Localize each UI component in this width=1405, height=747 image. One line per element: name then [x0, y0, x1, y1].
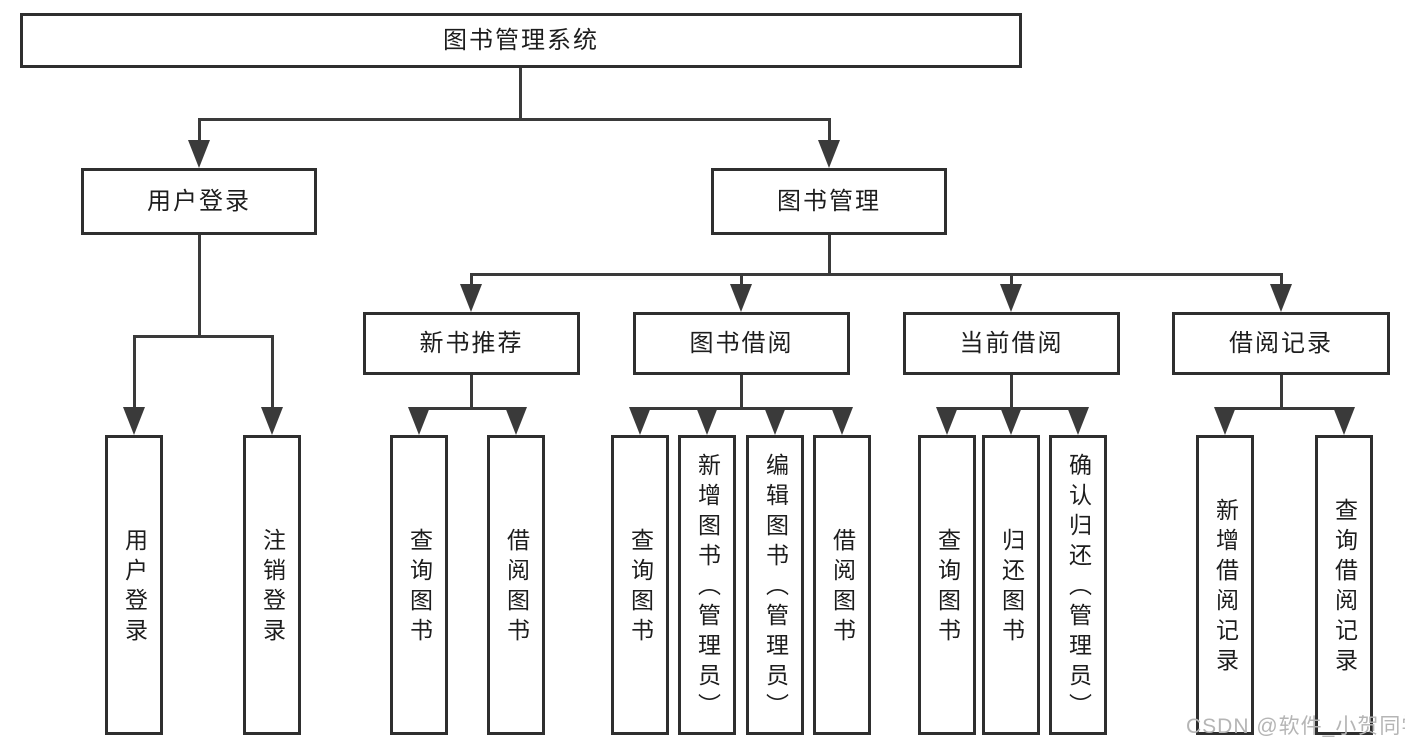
node-label: 借阅记录 — [1229, 329, 1333, 357]
node-leaf-edit-books-admin: 编辑图书（管理员） — [746, 435, 804, 735]
arrowhead-icon — [831, 407, 853, 435]
node-label: 用户登录 — [147, 187, 251, 215]
connector-book-management-stem — [828, 235, 831, 273]
node-label: 用户登录 — [121, 528, 148, 648]
arrowhead-icon — [730, 284, 752, 312]
connector-drop-book-borrow — [740, 273, 743, 287]
arrowhead-icon — [629, 407, 651, 435]
connector-user-login-crossbar — [133, 335, 273, 338]
arrowhead-icon — [1067, 407, 1089, 435]
connector-book-management-crossbar — [470, 273, 1282, 276]
csdn-watermark: CSDN @软件_小贺同学 — [1186, 715, 1405, 738]
node-label: 查询图书 — [627, 528, 654, 648]
node-label: 图书管理 — [777, 187, 881, 215]
node-label: 新增借阅记录 — [1212, 498, 1239, 678]
arrowhead-icon — [261, 407, 283, 435]
node-label: 确认归还（管理员） — [1065, 453, 1092, 723]
connector-drop-book-management — [828, 118, 831, 142]
node-label: 图书借阅 — [689, 329, 794, 357]
node-label: 归还图书 — [998, 528, 1025, 648]
node-leaf-query-books-current: 查询图书 — [918, 435, 976, 735]
node-leaf-logout-login: 注销登录 — [243, 435, 301, 735]
arrowhead-icon — [123, 407, 145, 435]
node-label: 新增图书（管理员） — [694, 453, 721, 723]
node-leaf-query-books-borrow: 查询图书 — [611, 435, 669, 735]
connector-current-borrow-stem — [1010, 375, 1013, 407]
arrowhead-icon — [1214, 407, 1236, 435]
connector-book-borrow-stem — [740, 375, 743, 407]
arrowhead-icon — [936, 407, 958, 435]
connector-book-borrow-crossbar — [639, 407, 843, 410]
connector-user-login-stem — [198, 235, 201, 335]
arrowhead-icon — [460, 284, 482, 312]
node-label: 图书管理系统 — [443, 26, 599, 54]
connector-drop-borrow-record — [1280, 273, 1283, 287]
arrowhead-icon — [505, 407, 527, 435]
connector-drop-current-borrow — [1010, 273, 1013, 287]
node-library-management-system: 图书管理系统 — [20, 13, 1022, 68]
node-leaf-confirm-return-admin: 确认归还（管理员） — [1049, 435, 1107, 735]
arrowhead-icon — [696, 407, 718, 435]
node-label: 新书推荐 — [419, 329, 524, 357]
node-label: 编辑图书（管理员） — [762, 453, 789, 723]
node-leaf-borrow-books-recommend: 借阅图书 — [487, 435, 545, 735]
connector-new-book-crossbar — [418, 407, 517, 410]
node-label: 查询图书 — [934, 528, 961, 648]
node-label: 借阅图书 — [503, 528, 530, 648]
connector-drop-leaf-user-login — [133, 335, 136, 409]
connector-drop-new-book — [470, 273, 473, 287]
arrowhead-icon — [1270, 284, 1292, 312]
node-leaf-query-borrow-record: 查询借阅记录 — [1315, 435, 1373, 735]
connector-drop-user-login — [198, 118, 201, 142]
connector-root-stem — [519, 68, 522, 118]
node-leaf-query-books-recommend: 查询图书 — [390, 435, 448, 735]
node-user-login: 用户登录 — [81, 168, 317, 235]
node-label: 查询图书 — [406, 528, 433, 648]
node-borrow-record: 借阅记录 — [1172, 312, 1390, 375]
connector-borrow-record-stem — [1280, 375, 1283, 407]
node-new-book-recommend: 新书推荐 — [363, 312, 580, 375]
node-leaf-borrow-books: 借阅图书 — [813, 435, 871, 735]
node-book-borrow: 图书借阅 — [633, 312, 850, 375]
arrowhead-icon — [408, 407, 430, 435]
arrowhead-icon — [1333, 407, 1355, 435]
arrowhead-icon — [1000, 284, 1022, 312]
connector-drop-leaf-logout — [271, 335, 274, 409]
node-label: 查询借阅记录 — [1331, 498, 1358, 678]
node-book-management: 图书管理 — [711, 168, 947, 235]
node-label: 当前借阅 — [959, 329, 1064, 357]
arrowhead-icon — [1000, 407, 1022, 435]
connector-new-book-stem — [470, 375, 473, 407]
connector-root-crossbar — [198, 118, 830, 121]
node-label: 注销登录 — [259, 528, 286, 648]
arrowhead-icon — [764, 407, 786, 435]
node-leaf-add-books-admin: 新增图书（管理员） — [678, 435, 736, 735]
arrowhead-icon — [818, 140, 840, 168]
connector-borrow-record-crossbar — [1224, 407, 1345, 410]
arrowhead-icon — [188, 140, 210, 168]
node-current-borrow: 当前借阅 — [903, 312, 1120, 375]
node-label: 借阅图书 — [829, 528, 856, 648]
node-leaf-return-books: 归还图书 — [982, 435, 1040, 735]
node-leaf-user-login: 用户登录 — [105, 435, 163, 735]
node-leaf-add-borrow-record: 新增借阅记录 — [1196, 435, 1254, 735]
